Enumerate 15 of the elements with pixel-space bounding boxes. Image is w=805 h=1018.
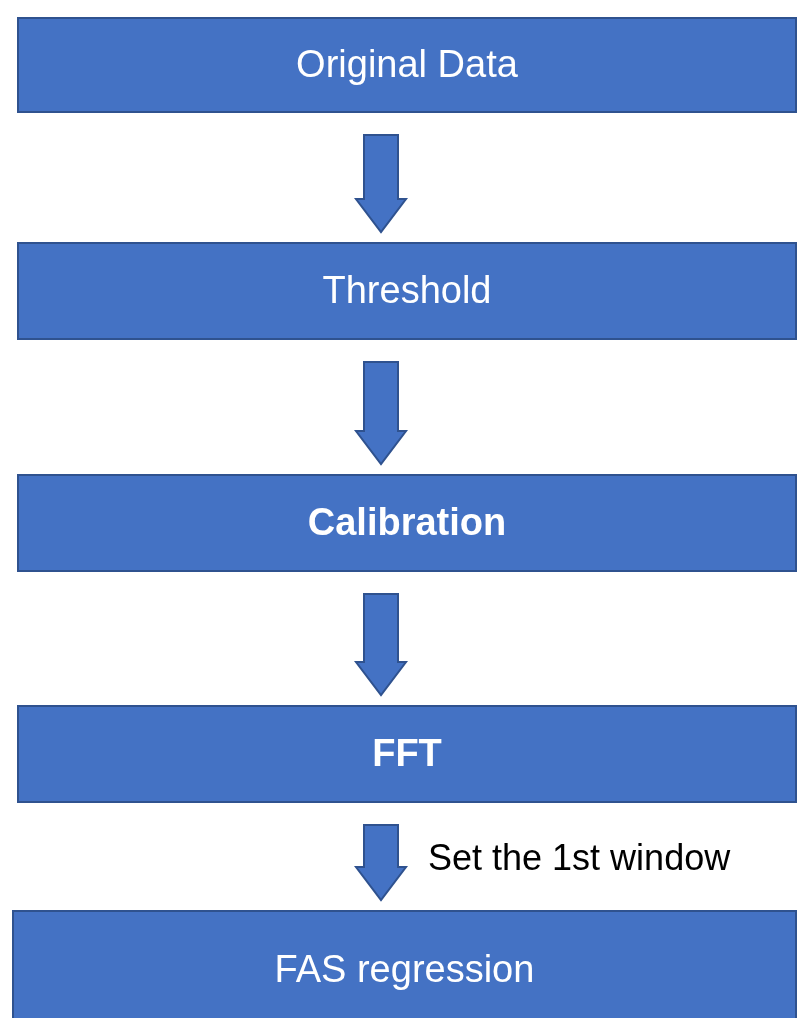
box-label: Calibration	[307, 500, 507, 546]
block-arrow	[354, 134, 408, 234]
block-arrow	[354, 361, 408, 466]
block-arrow	[354, 824, 408, 902]
box-label: Original Data	[296, 42, 518, 88]
process-box	[12, 910, 797, 1018]
block-arrow	[354, 593, 408, 697]
box-label: FFT	[372, 731, 442, 777]
process-box	[17, 474, 797, 572]
box-label: Threshold	[322, 268, 492, 314]
process-box	[17, 242, 797, 340]
edge-label: Set the 1st window	[428, 840, 731, 876]
box-label: FAS regression	[274, 947, 535, 993]
process-box	[17, 705, 797, 803]
process-box	[17, 17, 797, 113]
